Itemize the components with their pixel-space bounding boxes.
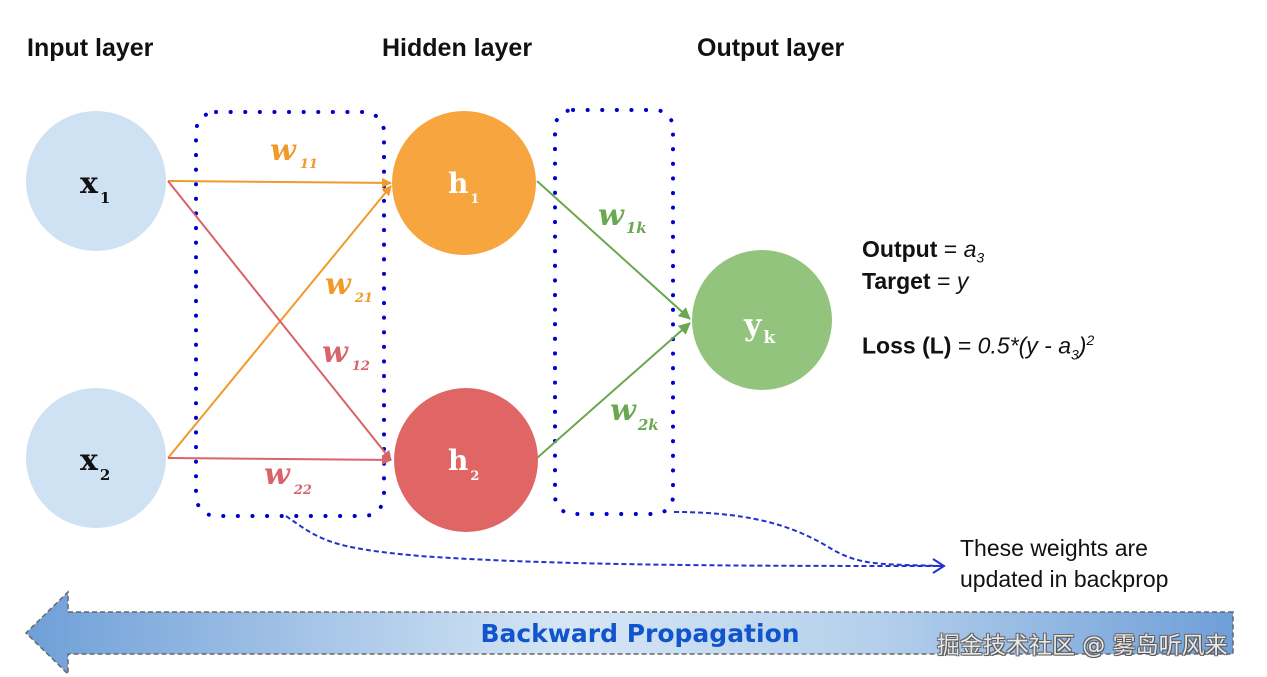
svg-text:h2: h2 xyxy=(448,444,479,484)
svg-text:x2: x2 xyxy=(80,443,110,484)
dashed-connector-left xyxy=(285,515,943,567)
note-line-2: updated in backprop xyxy=(960,566,1169,592)
edge-h1-yk xyxy=(536,180,691,320)
input-layer-title: Input layer xyxy=(27,34,154,62)
backward-propagation-arrow xyxy=(24,590,1234,676)
dashed-connector-right xyxy=(673,511,943,567)
output-layer-title: Output layer xyxy=(697,34,845,62)
svg-text:x1: x1 xyxy=(80,166,110,207)
hidden-layer-title: Hidden layer xyxy=(382,34,533,62)
backward-propagation-label: Backward Propagation xyxy=(480,619,799,648)
node-h1-label: h xyxy=(448,167,468,200)
hidden-weights-box xyxy=(194,110,386,518)
weights-update-note: These weights are updated in backprop xyxy=(960,533,1168,595)
node-h2-label: h xyxy=(448,444,468,477)
node-yk-label: y xyxy=(743,308,763,343)
svg-text:h1: h1 xyxy=(448,167,479,207)
target-formula: Target = y xyxy=(862,268,969,294)
edge-x2-h2 xyxy=(167,454,392,465)
node-x2-label: x xyxy=(80,443,99,478)
edge-x1-h2 xyxy=(167,180,392,461)
watermark: 掘金技术社区 @ 雾岛听风来 xyxy=(937,633,1228,659)
output-weights-box xyxy=(553,108,675,516)
node-x1-label: x xyxy=(80,166,99,201)
output-formula: Output = a3 xyxy=(862,236,985,266)
loss-formula: Loss (L) = 0.5*(y - a3)2 xyxy=(862,332,1095,363)
edge-x1-h1 xyxy=(167,177,392,188)
svg-text:yk: yk xyxy=(743,308,776,348)
note-line-1: These weights are xyxy=(960,535,1148,561)
dashed-arrowhead xyxy=(932,558,946,574)
edge-h2-yk xyxy=(536,322,691,459)
